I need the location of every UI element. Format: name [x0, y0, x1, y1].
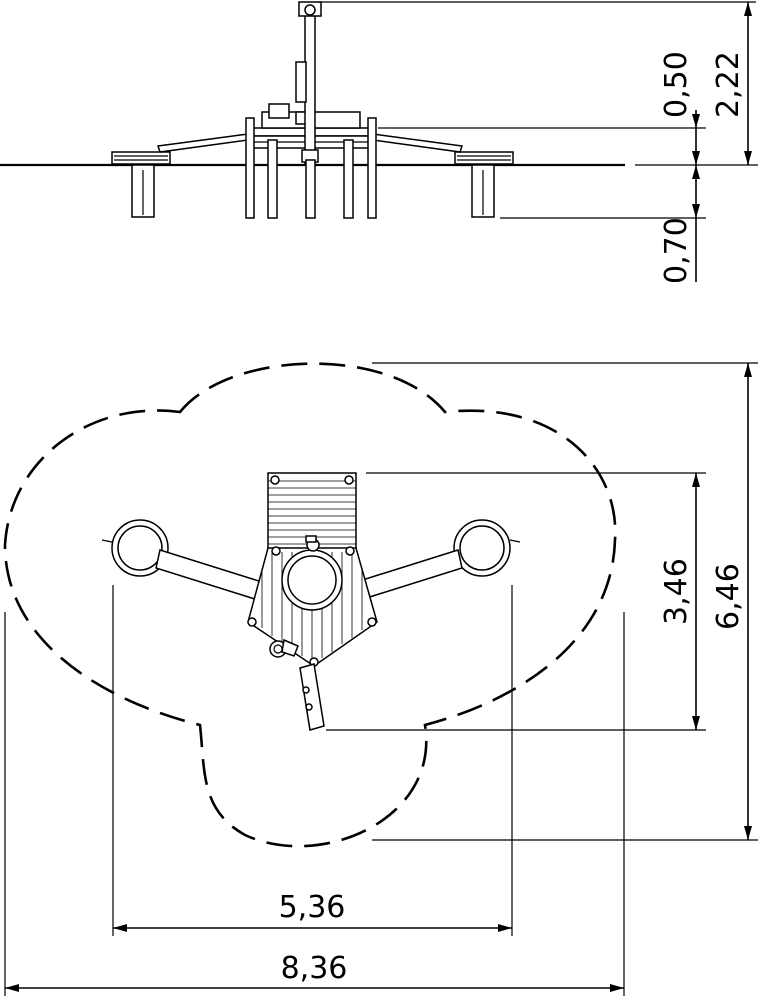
- arms-plan: [155, 549, 463, 601]
- safety-zone-outline: [3, 362, 617, 848]
- left-seat-plan: [101, 519, 169, 577]
- plan-view: 3,46 6,46 5,36 8,36: [3, 362, 758, 996]
- dim-safety-zone-depth: 6,46: [711, 563, 746, 630]
- right-seat-elevation: [454, 151, 514, 218]
- elevation-view: 0,50 2,22 0,70: [0, 1, 758, 284]
- plan-dimension-lines: [4, 362, 758, 996]
- dim-total-height: 2,22: [711, 51, 746, 118]
- dim-mast-above-platform: 0,50: [659, 51, 694, 118]
- dim-foundation-depth: 0,70: [659, 217, 694, 284]
- dim-safety-zone-width: 8,36: [281, 951, 348, 986]
- right-seat-plan: [453, 519, 521, 577]
- left-seat-elevation: [111, 151, 171, 218]
- central-platform-plan: [247, 472, 378, 731]
- elevation-dimension-lines: [318, 1, 758, 282]
- dim-equipment-depth: 3,46: [659, 558, 694, 625]
- dim-equipment-width: 5,36: [279, 890, 346, 925]
- central-unit-elevation: [245, 1, 377, 219]
- arms-elevation: [157, 133, 463, 153]
